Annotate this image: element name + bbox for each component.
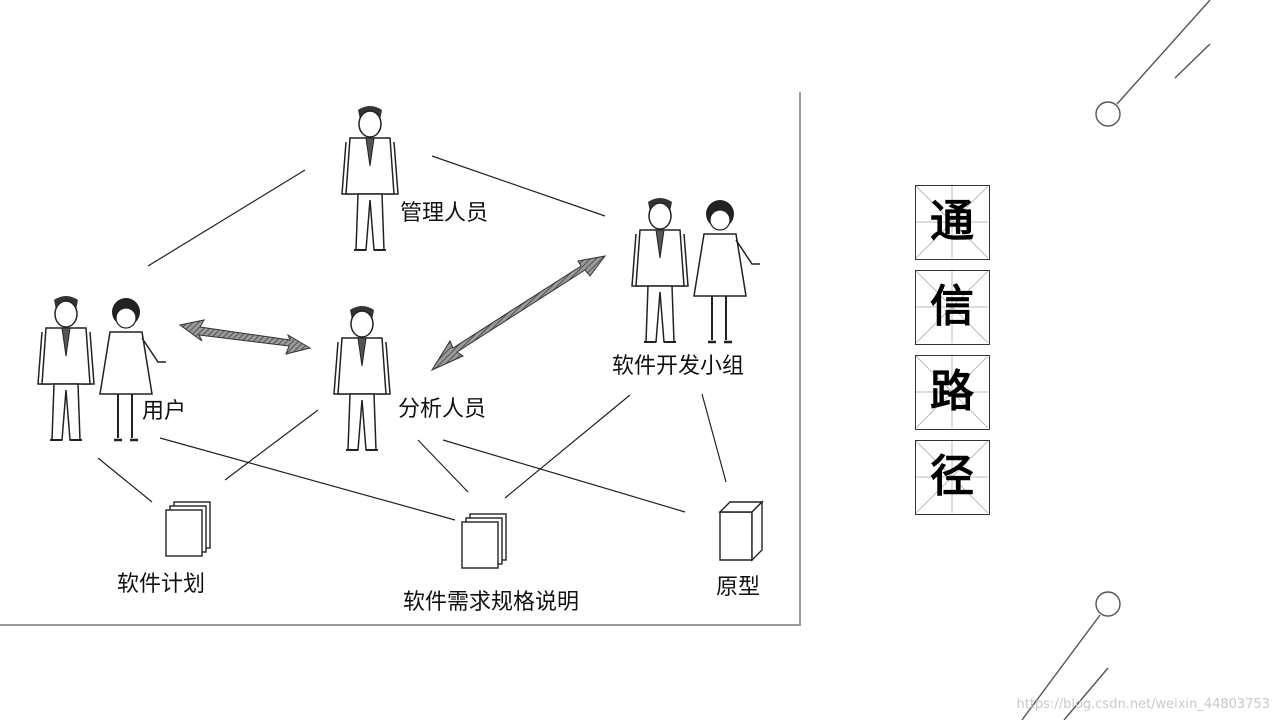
user-analyst-arrow [178, 319, 312, 355]
manager-figure [341, 105, 399, 251]
watermark: https://blog.csdn.net/weixin_44803753 [1016, 697, 1270, 712]
grid-guide-icon [916, 186, 988, 258]
title-char: 路 [930, 366, 974, 417]
analyst-label: 分析人员 [398, 397, 486, 422]
analyst-figure [333, 305, 391, 451]
analyst-devteam-arrow [430, 255, 607, 372]
plan-label: 软件计划 [117, 572, 205, 597]
title-char-box-2: 信 [915, 270, 990, 345]
prototype-box-icon [718, 500, 764, 562]
deco-bottom-right [1021, 591, 1121, 720]
dev-team-label: 软件开发小组 [612, 354, 744, 379]
grid-guide-icon [916, 356, 988, 428]
title-char: 通 [930, 196, 974, 247]
grid-guide-icon [916, 271, 988, 343]
grid-guide-icon [916, 441, 988, 513]
title-char-box-4: 径 [915, 440, 990, 515]
plan-document-icon [165, 501, 211, 557]
title-char-box-3: 路 [915, 355, 990, 430]
title-char-box-1: 通 [915, 185, 990, 260]
connection-lines [97, 155, 727, 521]
spec-label: 软件需求规格说明 [403, 590, 579, 615]
dev-woman-figure [692, 198, 762, 344]
prototype-label: 原型 [716, 575, 760, 600]
spec-document-icon [461, 513, 507, 569]
title-char: 信 [930, 281, 974, 332]
manager-label: 管理人员 [400, 201, 488, 226]
deco-top-right [1095, 0, 1211, 127]
user-man-figure [37, 295, 95, 441]
user-label: 用户 [142, 399, 186, 424]
dev-man-figure [631, 197, 689, 343]
title-char: 径 [930, 451, 974, 502]
